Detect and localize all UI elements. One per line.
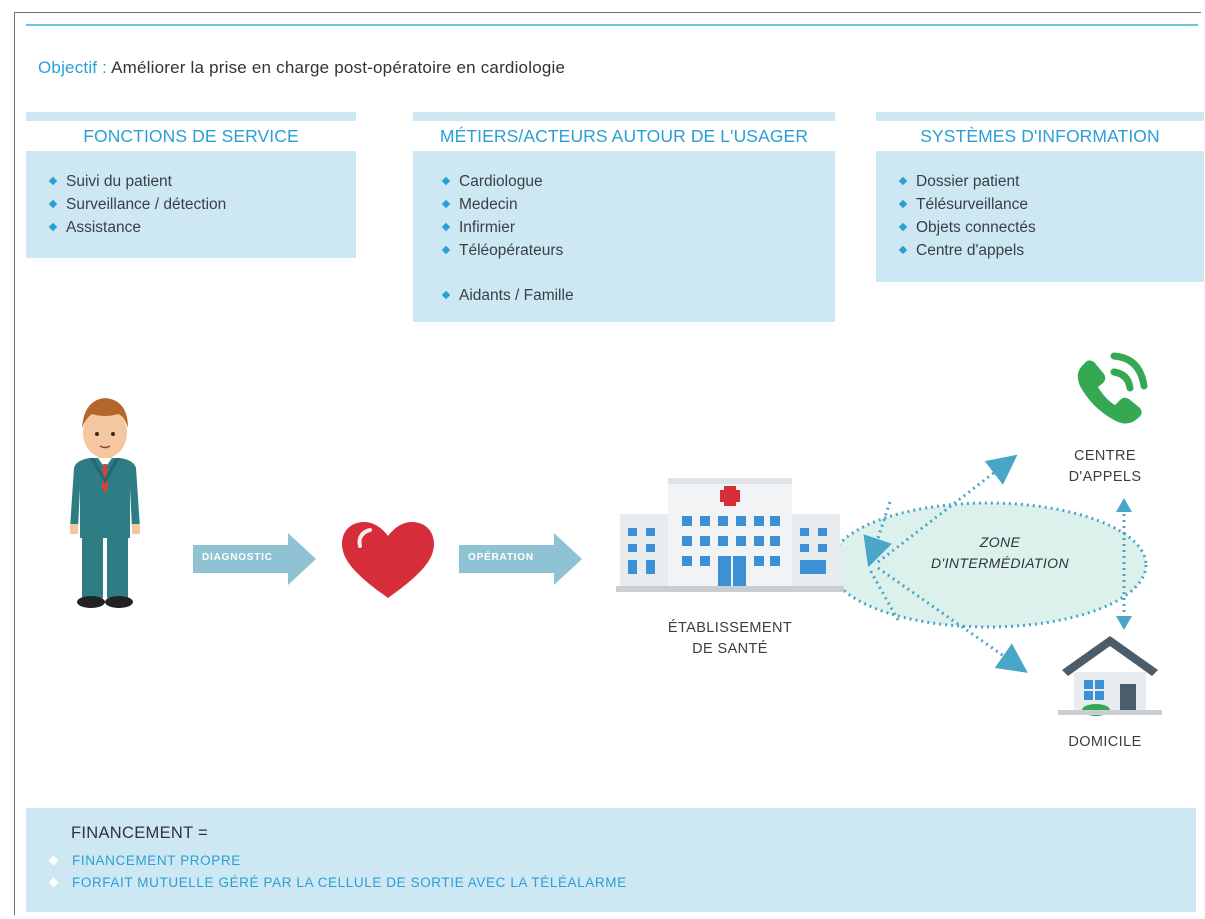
objective: Objectif : Améliorer la prise en charge …	[38, 58, 565, 78]
house-icon	[1058, 636, 1162, 716]
diagnostic-label: DIAGNOSTIC	[202, 552, 273, 563]
objective-label: Objectif :	[38, 58, 108, 77]
information-systems-box: SYSTÈMES D'INFORMATION Dossier patient T…	[876, 112, 1204, 282]
list-item: Centre d'appels	[898, 239, 1036, 262]
hospital-icon	[616, 478, 844, 592]
list-item: Cardiologue	[441, 170, 574, 193]
centre-label: CENTRE D'APPELS	[1050, 446, 1160, 488]
diagnostic-arrow	[193, 533, 316, 585]
service-functions-list: Suivi du patient Surveillance / détectio…	[48, 170, 226, 239]
list-item: Infirmier	[441, 216, 574, 239]
service-functions-title: FONCTIONS DE SERVICE	[26, 121, 356, 151]
zone-label-line2: D'INTERMÉDIATION	[931, 555, 1069, 571]
list-item: Surveillance / détection	[48, 193, 226, 216]
top-divider	[26, 24, 1198, 26]
financement-box: FINANCEMENT = FINANCEMENT PROPRE FORFAIT…	[26, 808, 1196, 912]
etablissement-label: ÉTABLISSEMENT DE SANTÉ	[630, 618, 830, 660]
operation-label: OPÉRATION	[468, 552, 534, 563]
centre-line1: CENTRE	[1073, 448, 1136, 464]
etablissement-line2: DE SANTÉ	[692, 641, 768, 657]
centre-line2: D'APPELS	[1068, 469, 1142, 485]
list-item: FORFAIT MUTUELLE GÉRÉ PAR LA CELLULE DE …	[48, 872, 627, 894]
zone-label-line1: ZONE	[979, 534, 1021, 550]
financement-list: FINANCEMENT PROPRE FORFAIT MUTUELLE GÉRÉ…	[48, 850, 627, 894]
zone-label: ZONE D'INTERMÉDIATION	[905, 532, 1095, 574]
actors-box: MÉTIERS/ACTEURS AUTOUR DE L'USAGER Cardi…	[413, 112, 835, 322]
page-frame	[14, 12, 1201, 915]
objective-text: Améliorer la prise en charge post-opérat…	[111, 58, 566, 77]
actors-title: MÉTIERS/ACTEURS AUTOUR DE L'USAGER	[413, 121, 835, 151]
information-systems-title: SYSTÈMES D'INFORMATION	[876, 121, 1204, 151]
list-item: Suivi du patient	[48, 170, 226, 193]
list-item: Objets connectés	[898, 216, 1036, 239]
actors-list: Cardiologue Medecin Infirmier Téléopérat…	[441, 170, 574, 307]
heart-icon	[342, 522, 434, 598]
list-item: Téléopérateurs	[441, 239, 574, 262]
financement-title: FINANCEMENT =	[71, 824, 208, 842]
phone-icon	[1077, 352, 1148, 424]
list-item: Medecin	[441, 193, 574, 216]
etablissement-line1: ÉTABLISSEMENT	[667, 620, 793, 636]
list-item: Aidants / Famille	[441, 284, 574, 307]
service-functions-box: FONCTIONS DE SERVICE Suivi du patient Su…	[26, 112, 356, 258]
domicile-label: DOMICILE	[1068, 734, 1142, 750]
intermediation-zone	[828, 454, 1148, 673]
information-systems-list: Dossier patient Télésurveillance Objets …	[898, 170, 1036, 262]
list-item: FINANCEMENT PROPRE	[48, 850, 627, 872]
list-item: Télésurveillance	[898, 193, 1036, 216]
list-item: Dossier patient	[898, 170, 1036, 193]
list-item: Assistance	[48, 216, 226, 239]
operation-arrow	[459, 533, 582, 585]
person-icon	[70, 398, 140, 608]
